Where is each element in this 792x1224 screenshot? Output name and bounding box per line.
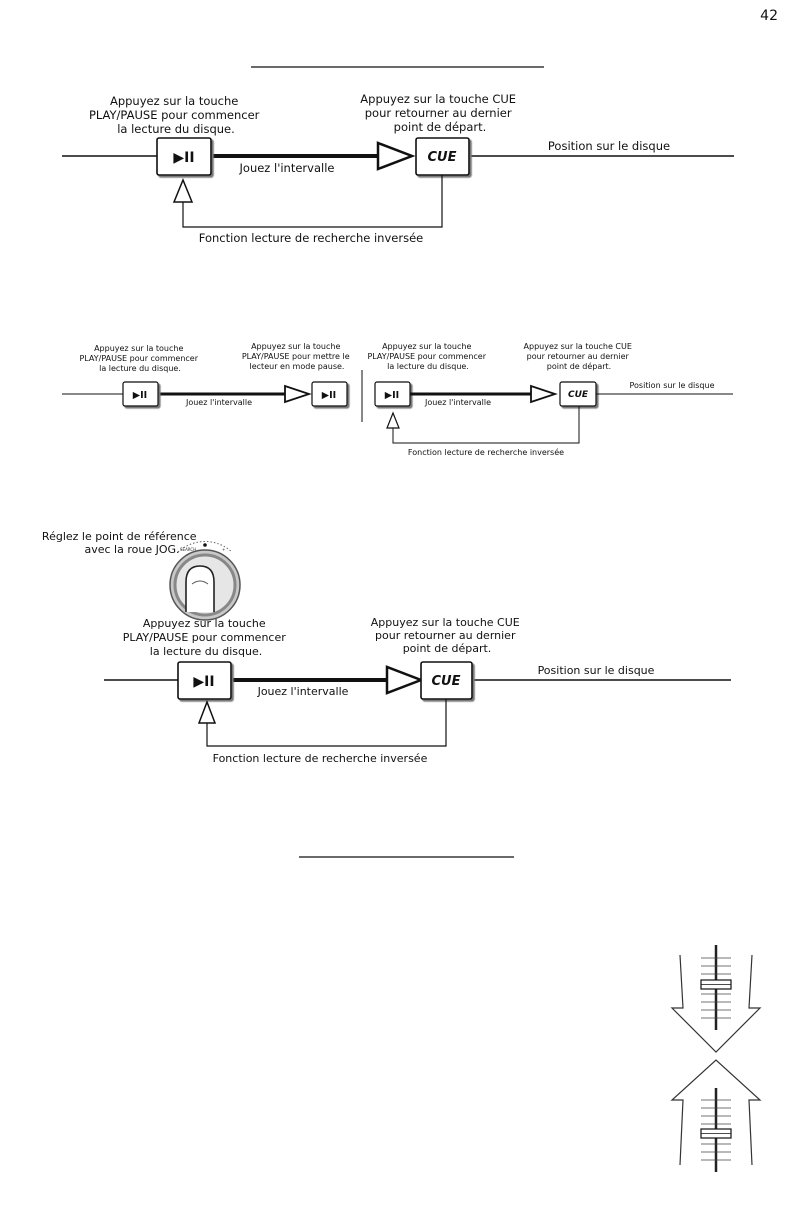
interval-label-b: Jouez l'intervalle [424,398,491,407]
arrow-head-right [376,141,416,171]
interval-label: Jouez l'intervalle [239,161,335,175]
finger-icon [185,565,215,612]
svg-text:SEARCH: SEARCH [180,547,196,552]
position-label: Position sur le disque [538,664,655,677]
interval-label: Jouez l'intervalle [257,685,349,698]
return-loop [206,699,447,747]
cue-button-label: CUE [568,390,589,400]
play-pause-button[interactable] [156,137,212,176]
arrow-head-right [385,665,425,695]
return-loop [182,175,443,228]
play-pause-icon: ▶II [193,674,214,690]
cue-diagram-3: Réglez le point de référence avec la rou… [42,530,731,765]
note-play-2a: Appuyez sur la touche PLAY/PAUSE pour co… [79,344,200,373]
interval-label-a: Jouez l'intervalle [185,398,252,407]
svg-text:+: + [222,547,225,552]
arrow-head-up [197,699,217,724]
arrow-head-right [284,384,312,404]
reverse-label: Fonction lecture de recherche inversée [199,231,423,245]
cue-diagram-2: Appuyez sur la touche PLAY/PAUSE pour co… [62,342,733,457]
note-play-2b: Appuyez sur la touche PLAY/PAUSE pour co… [367,342,488,371]
reverse-label: Fonction lecture de recherche inversée [213,752,428,765]
pause-button[interactable] [311,381,348,407]
cue-diagram-1: Appuyez sur la touche PLAY/PAUSE pour co… [62,92,734,245]
return-loop [392,406,580,444]
page-number: 42 [760,8,778,24]
note-pause-2: Appuyez sur la touche PLAY/PAUSE pour me… [242,342,352,371]
play-pause-icon: ▶II [385,390,399,401]
pitch-fader-up-icon [670,1059,762,1172]
play-pause-icon: ▶II [173,150,194,166]
arrow-head-right [530,384,558,404]
cue-button-label: CUE [428,150,457,165]
note-cue-2: Appuyez sur la touche CUE pour retourner… [524,342,635,371]
note-play-3: Appuyez sur la touche PLAY/PAUSE pour co… [123,617,290,658]
play-pause-button[interactable] [177,661,232,700]
play-pause-icon: ▶II [133,390,147,401]
note-play-1: Appuyez sur la touche PLAY/PAUSE pour co… [89,94,263,136]
arrow-head-up [386,411,400,429]
cue-button-label: CUE [432,674,461,689]
arrow-head-up [172,178,194,203]
play-pause-button[interactable] [122,381,159,407]
note-jog: Réglez le point de référence avec la rou… [42,530,200,556]
pitch-fader-down-icon [670,945,762,1053]
note-cue-3: Appuyez sur la touche CUE pour retourner… [371,616,524,655]
position-label: Position sur le disque [548,139,670,153]
play-pause-icon: ▶II [322,390,336,401]
reverse-label: Fonction lecture de recherche inversée [408,447,564,457]
position-label: Position sur le disque [630,381,715,390]
note-cue-1: Appuyez sur la touche CUE pour retourner… [360,92,519,134]
